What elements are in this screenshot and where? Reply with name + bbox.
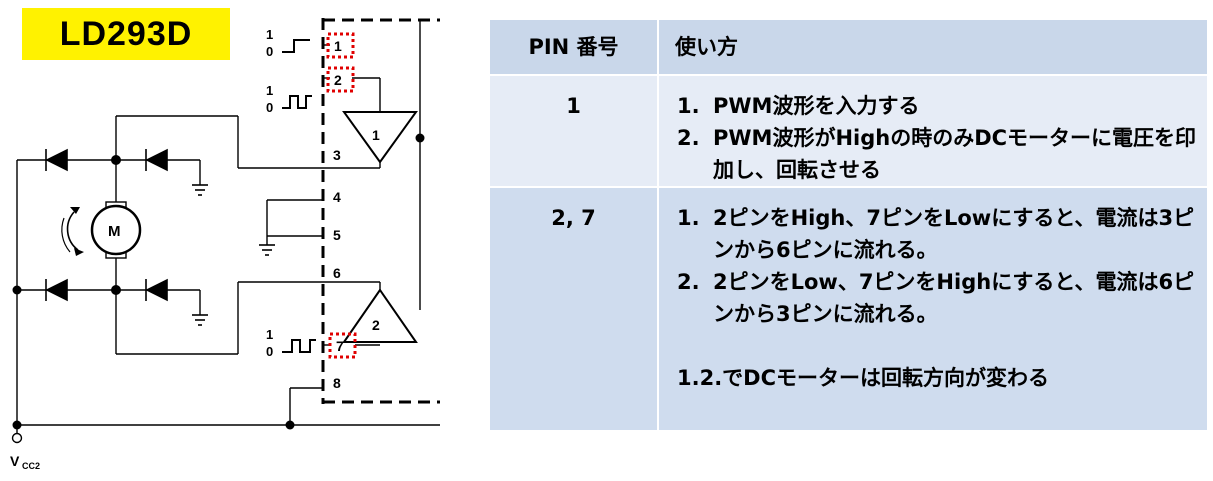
svg-text:0: 0 — [266, 44, 273, 59]
table-row: 1 1. PWM波形を入力する 2. PWM波形がHighの時のみDCモーターに… — [490, 75, 1209, 188]
signal-levels: 1 0 1 0 1 0 — [266, 27, 273, 359]
chip-title: LD293D — [59, 14, 193, 53]
svg-text:2: 2 — [334, 72, 342, 88]
pin-usage-table: PIN 番号 使い方 1 1. PWM波形を入力する 2. PWM波形がHigh… — [490, 20, 1209, 432]
diodes — [45, 148, 168, 302]
list-item: 1. 2ピンをHigh、7ピンをLowにすると、電流は3ピンから6ピンに流れる。 — [677, 206, 1195, 262]
title-badge: LD293D — [22, 8, 230, 60]
svg-text:4: 4 — [333, 189, 341, 205]
svg-text:6: 6 — [333, 265, 341, 281]
vcc2-terminal: V CC2 — [10, 425, 40, 471]
svg-text:1: 1 — [266, 27, 273, 42]
svg-text:8: 8 — [333, 375, 341, 391]
svg-text:5: 5 — [333, 227, 341, 243]
svg-text:V: V — [10, 453, 20, 469]
usage-cell: 1. PWM波形を入力する 2. PWM波形がHighの時のみDCモーターに電圧… — [658, 75, 1209, 188]
buffer-1: 1 — [342, 111, 418, 164]
wires — [16, 20, 440, 426]
pin-cell: 2, 7 — [490, 187, 659, 432]
svg-text:M: M — [108, 223, 121, 240]
usage-cell: 1. 2ピンをHigh、7ピンをLowにすると、電流は3ピンから6ピンに流れる。… — [658, 187, 1209, 432]
rotation-note: 1.2.でDCモーターは回転方向が変わる — [677, 366, 1050, 390]
header-pin-number: PIN 番号 — [490, 20, 659, 76]
header-usage: 使い方 — [658, 20, 1209, 76]
pin-cell: 1 — [490, 75, 659, 188]
junction-dots — [12, 133, 425, 430]
table-row: 2, 7 1. 2ピンをHigh、7ピンをLowにすると、電流は3ピンから6ピン… — [490, 187, 1209, 432]
svg-text:0: 0 — [266, 344, 273, 359]
list-item: 2. 2ピンをLow、7ピンをHighにすると、電流は6ピンから3ピンに流れる。 — [677, 270, 1195, 326]
svg-text:3: 3 — [333, 147, 341, 163]
svg-text:CC2: CC2 — [22, 461, 40, 471]
svg-text:1: 1 — [372, 127, 380, 143]
pin-highlights — [326, 32, 357, 359]
pin-labels: 1 2 3 4 5 6 7 8 — [333, 38, 344, 391]
table-header-row: PIN 番号 使い方 — [490, 20, 1209, 76]
signal-waveforms — [282, 39, 316, 353]
list-item: 1. PWM波形を入力する — [677, 94, 920, 118]
motor-icon: M — [61, 201, 142, 259]
list-item: 2. PWM波形がHighの時のみDCモーターに電圧を印加し、回転させる — [677, 126, 1197, 182]
svg-text:7: 7 — [336, 338, 344, 354]
buffer-2: 2 — [342, 288, 418, 343]
ground-icon — [192, 184, 275, 326]
svg-text:0: 0 — [266, 100, 273, 115]
svg-text:1: 1 — [266, 327, 273, 342]
svg-text:1: 1 — [266, 83, 273, 98]
svg-text:1: 1 — [334, 38, 342, 54]
motor-driver-circuit: 1 2 M — [10, 18, 440, 471]
svg-text:2: 2 — [372, 317, 380, 333]
